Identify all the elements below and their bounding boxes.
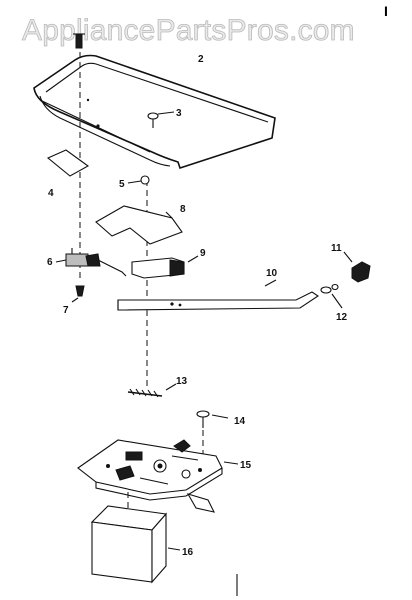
part-rod — [117, 279, 319, 311]
part-screw-5 — [127, 175, 150, 185]
callout-9: 9 — [200, 248, 206, 259]
part-screw-3 — [147, 111, 175, 128]
part-cover — [33, 54, 276, 170]
callout-6: 6 — [47, 257, 53, 268]
callout-8: 8 — [180, 204, 186, 215]
corner-mark: I — [384, 3, 388, 19]
callout-4: 4 — [48, 188, 54, 199]
callout-labels: 2 3 4 5 6 7 8 9 10 11 12 13 14 15 16 — [47, 54, 348, 558]
callout-11: 11 — [331, 243, 342, 254]
part-latch — [77, 439, 239, 513]
part-pin — [320, 283, 343, 309]
callout-2: 2 — [198, 54, 204, 65]
part-insulator — [46, 149, 90, 177]
callout-12: 12 — [336, 312, 348, 323]
part-bracket — [95, 205, 183, 245]
part-spring — [127, 383, 177, 398]
callout-13: 13 — [176, 376, 188, 387]
callout-3: 3 — [176, 108, 182, 119]
part-switch — [55, 248, 127, 277]
part-screw-7 — [71, 285, 85, 303]
part-screw-14 — [196, 410, 229, 428]
part-screw-top — [73, 33, 85, 49]
part-guide — [131, 255, 199, 279]
part-solenoid — [90, 505, 181, 584]
callout-5: 5 — [119, 179, 125, 190]
callout-15: 15 — [240, 460, 252, 471]
callout-10: 10 — [266, 268, 278, 279]
callout-14: 14 — [234, 416, 246, 427]
callout-16: 16 — [182, 547, 194, 558]
part-knob — [343, 251, 371, 283]
callout-7: 7 — [63, 305, 69, 316]
